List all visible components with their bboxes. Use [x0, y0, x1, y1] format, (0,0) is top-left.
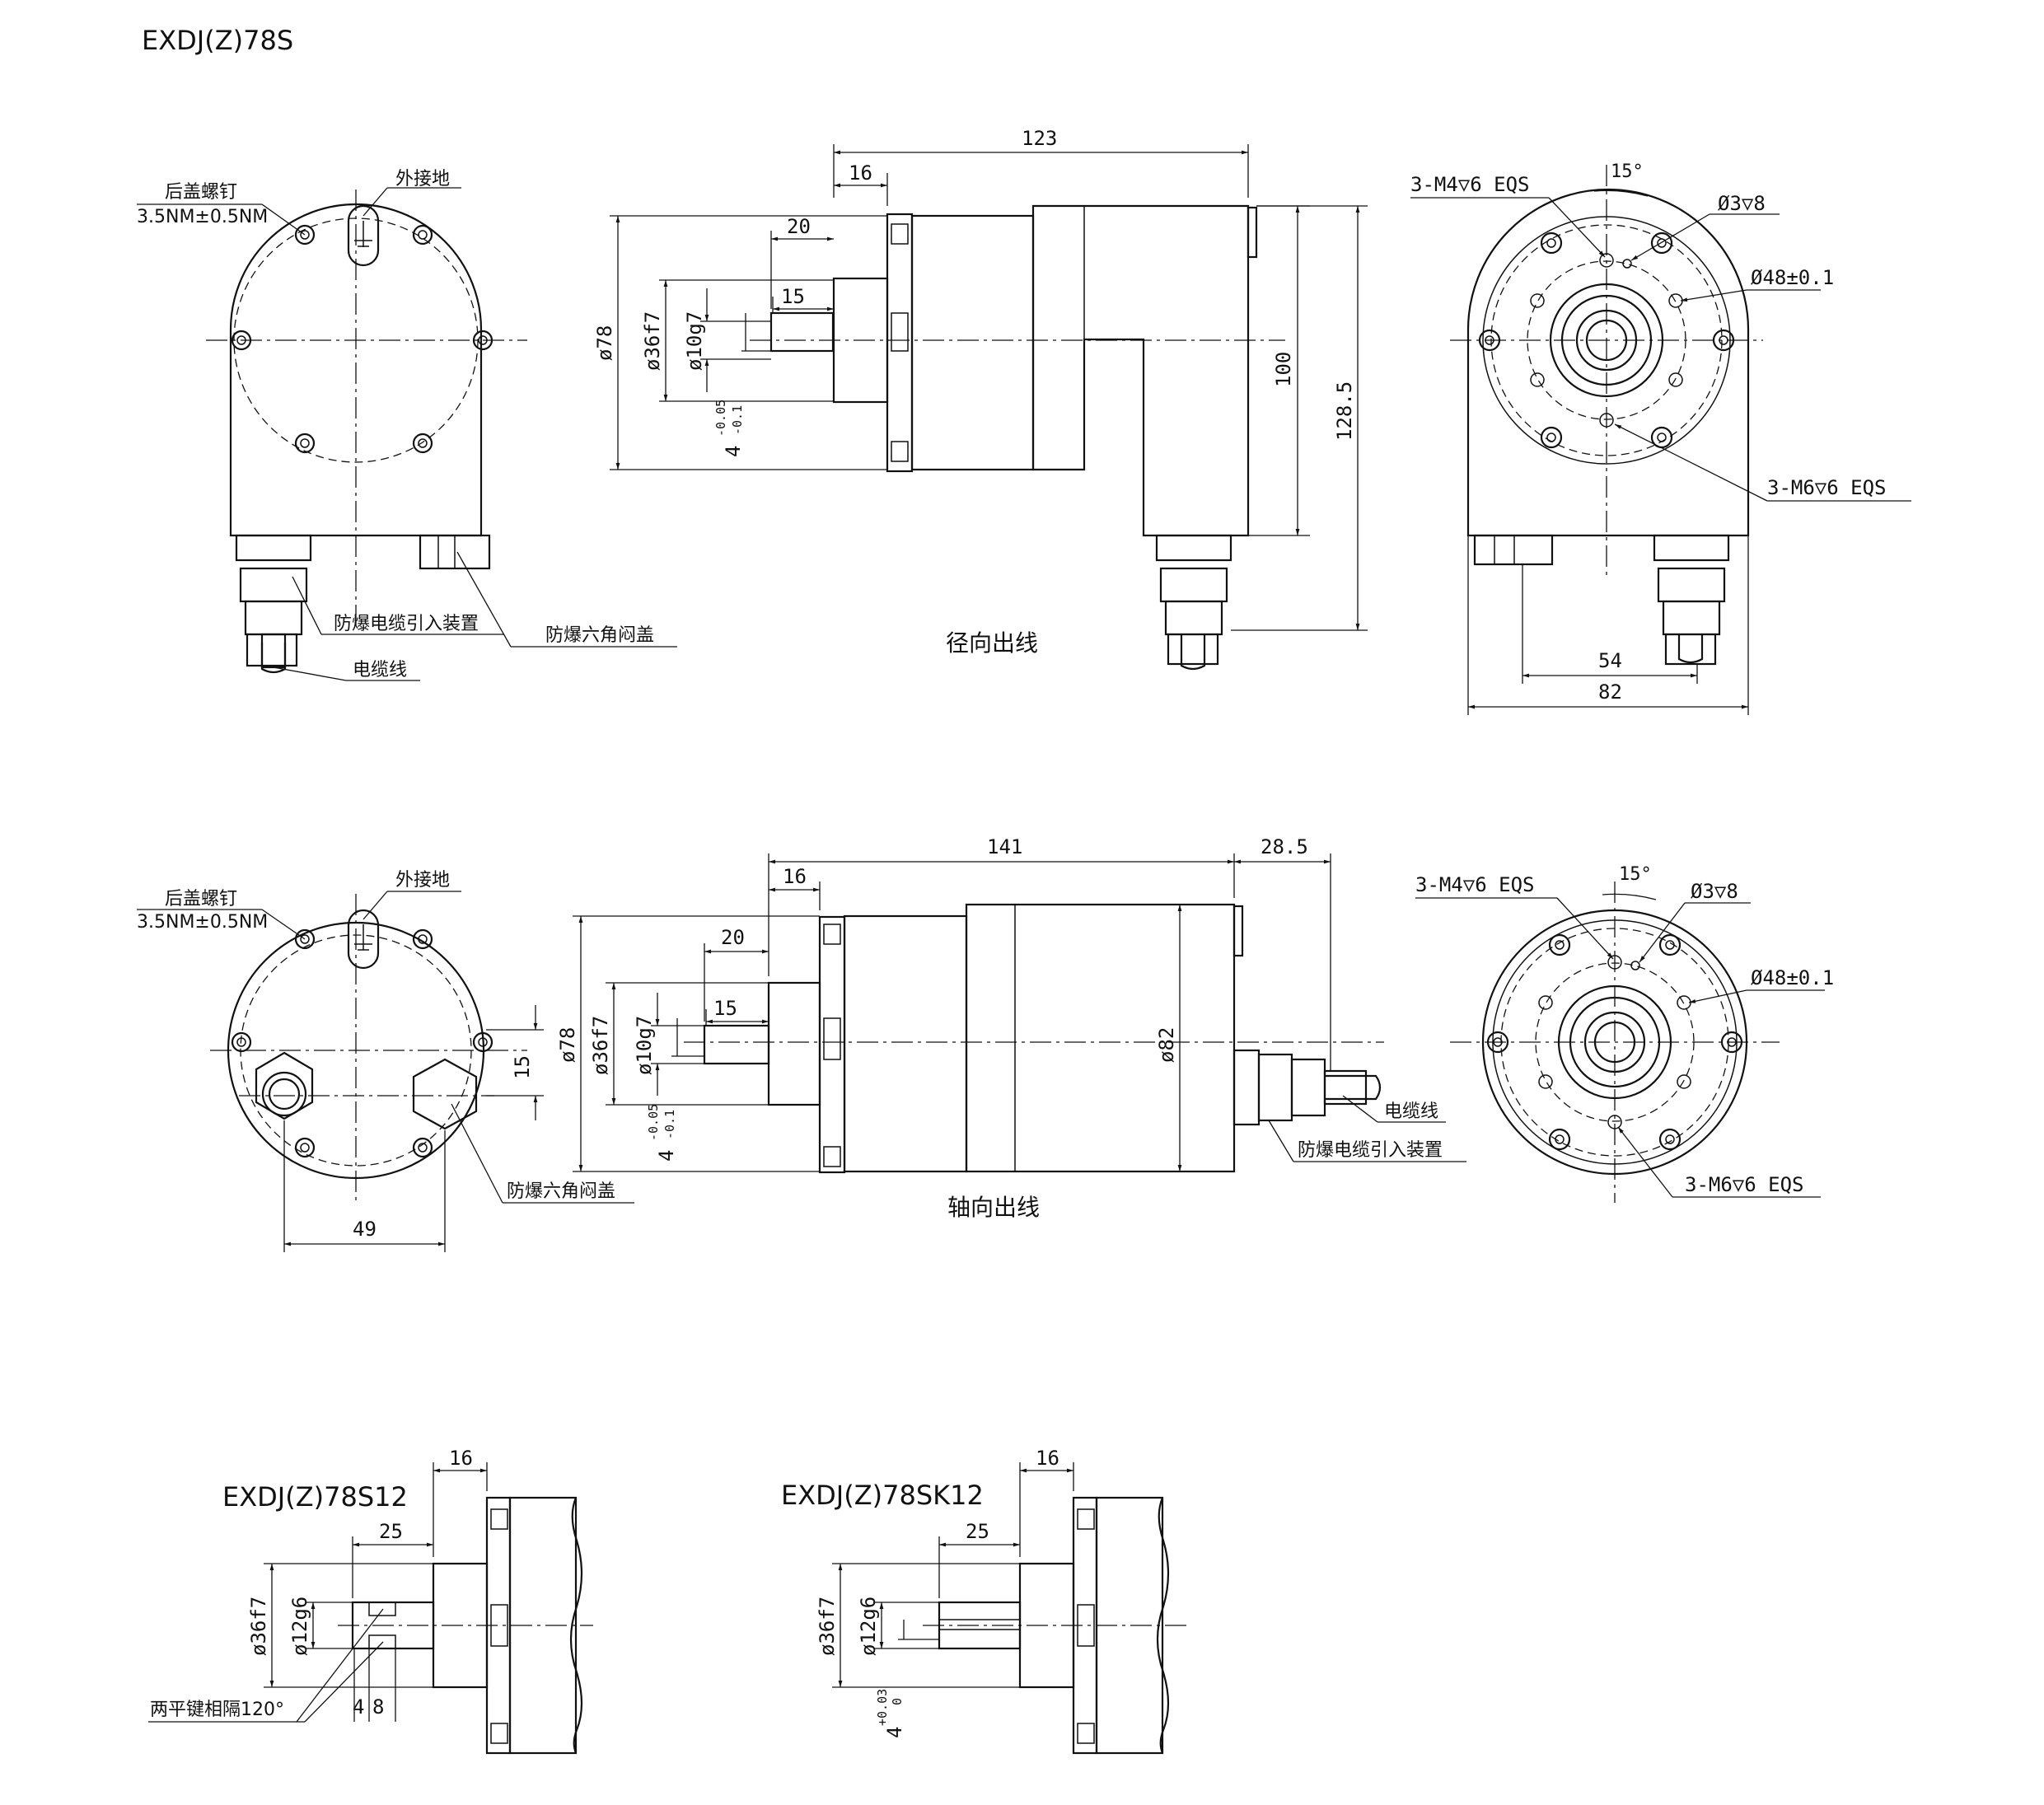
hex-plug-label: 防爆六角闷盖	[545, 625, 654, 646]
cable-label: 电缆线	[353, 660, 407, 680]
front-view-radial	[1450, 165, 1763, 666]
cable-label-2: 电缆线	[1384, 1101, 1438, 1122]
dim-len-total: 123	[1022, 127, 1057, 150]
dim-h-box: 100	[1272, 352, 1295, 387]
m6-label-2: 3-M6▽6 EQS	[1685, 1173, 1804, 1196]
m4-label: 3-M4▽6 EQS	[1410, 173, 1530, 196]
dim-d-body: ø82	[1155, 1027, 1178, 1063]
variant-2-title: EXDJ(Z)78SK12	[781, 1480, 984, 1511]
variant-2-tol-up: +0.03	[875, 1689, 890, 1726]
dim-d-pilot: ø36f7	[641, 311, 664, 371]
radial-caption: 径向出线	[946, 629, 1038, 657]
dim-len-total-2: 141	[987, 835, 1022, 858]
dim-shaft: 20	[787, 215, 811, 238]
axial-caption: 轴向出线	[947, 1194, 1040, 1221]
variant-1-shaft: 25	[379, 1520, 403, 1543]
dim-tol-dn-2: -0.1	[662, 1110, 677, 1139]
dim-spacing: 49	[353, 1218, 377, 1241]
dim-key-2: 15	[713, 997, 737, 1020]
variant-2-key-tol: 4	[883, 1727, 906, 1738]
rear-view-radial	[206, 189, 527, 674]
rear-screws	[231, 224, 493, 454]
variant-1-d-pilot: ø36f7	[247, 1597, 270, 1656]
variant-2-flange: 16	[1036, 1447, 1059, 1470]
dim-key-tol-2: 4	[655, 1150, 678, 1162]
dim-w-inner: 54	[1598, 649, 1622, 672]
side-view-radial	[750, 204, 1285, 671]
front-view-axial	[1450, 881, 1780, 1203]
pcd-label-2: Ø48±0.1	[1751, 966, 1834, 989]
rear-screw-torque-label-2: 3.5NM±0.5NM	[137, 912, 268, 933]
dim-shaft-2: 20	[721, 926, 745, 949]
dim-d-pilot-2: ø36f7	[589, 1016, 612, 1075]
dim-key-tol: 4	[722, 446, 745, 457]
variant-1-title: EXDJ(Z)78S12	[222, 1481, 408, 1513]
variant-2-d-pilot: ø36f7	[816, 1597, 839, 1656]
cable-gland-icon	[235, 534, 312, 674]
variant-2-tol-dn: 0	[890, 1698, 905, 1705]
hex-plug-label-2: 防爆六角闷盖	[507, 1181, 615, 1202]
ground-label-2: 外接地	[395, 870, 450, 891]
variant-1-key-a: 4	[353, 1695, 364, 1718]
angle-label-2: 15°	[1619, 864, 1652, 885]
variant-2-drawing	[923, 1496, 1186, 1755]
pin-hole-label-2: Ø3▽8	[1691, 880, 1738, 903]
hex-plug-icon	[419, 534, 491, 570]
variant-2-shaft: 25	[966, 1520, 989, 1543]
m6-label: 3-M6▽6 EQS	[1767, 476, 1887, 499]
dim-offset: 15	[511, 1055, 534, 1079]
dim-tol-dn: -0.1	[730, 405, 745, 435]
cable-gland-label: 防爆电缆引入装置	[334, 614, 479, 634]
rear-screw-label: 后盖螺钉	[165, 182, 237, 203]
variant-1-drawing	[338, 1496, 593, 1755]
dim-d-outer: ø78	[593, 325, 616, 361]
cable-gland-label-2: 防爆电缆引入装置	[1298, 1140, 1443, 1161]
dim-flange-2: 16	[783, 865, 807, 888]
model-title: EXDJ(Z)78S	[142, 25, 293, 56]
ground-terminal-icon	[347, 204, 380, 267]
key-note: 两平键相隔120°	[150, 1700, 284, 1720]
rear-screw-torque-label: 3.5NM±0.5NM	[137, 207, 268, 227]
variant-1-flange: 16	[449, 1447, 473, 1470]
dim-tail: 28.5	[1261, 835, 1308, 858]
angle-label: 15°	[1611, 161, 1644, 182]
dim-h-total: 128.5	[1333, 381, 1356, 441]
pcd-label: Ø48±0.1	[1751, 266, 1834, 289]
dim-w-outer: 82	[1598, 680, 1622, 704]
rear-view-axial	[210, 894, 527, 1203]
ground-label: 外接地	[395, 169, 450, 189]
m4-label-2: 3-M4▽6 EQS	[1415, 873, 1535, 896]
rear-screw-label-2: 后盖螺钉	[165, 889, 237, 910]
dim-key: 15	[781, 285, 805, 308]
dim-d-shaft: ø10g7	[683, 311, 706, 371]
pin-hole-label: Ø3▽8	[1718, 192, 1766, 215]
dim-tol-up: -0.05	[713, 400, 728, 437]
dim-tol-up-2: -0.05	[646, 1104, 661, 1141]
variant-1-d-shaft: ø12g6	[288, 1597, 311, 1656]
dim-d-shaft-2: ø10g7	[633, 1016, 656, 1075]
side-view-axial	[684, 903, 1384, 1174]
dim-d-outer-2: ø78	[556, 1027, 579, 1063]
dim-flange: 16	[849, 161, 872, 185]
variant-2-d-shaft: ø12g6	[857, 1597, 880, 1656]
variant-1-key-b: 8	[372, 1695, 384, 1718]
